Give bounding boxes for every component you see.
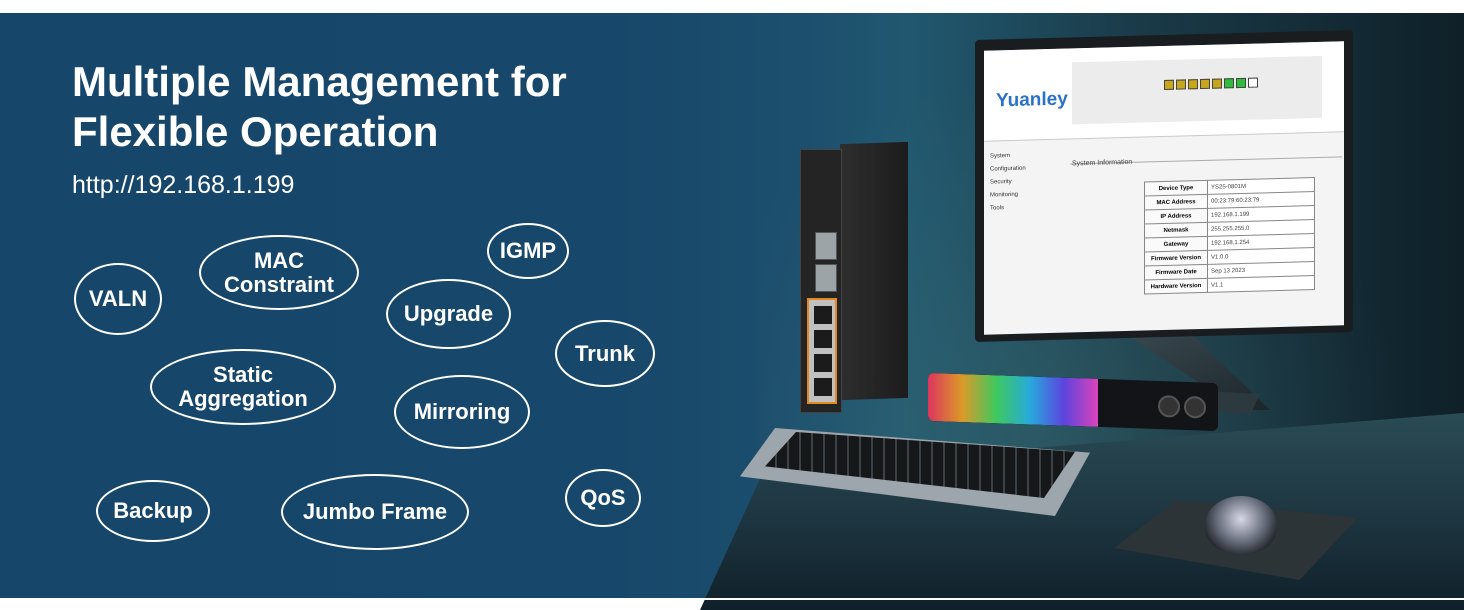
feature-bubble-static-aggregation: Static Aggregation xyxy=(150,349,336,425)
menu-item-security[interactable]: Security xyxy=(990,178,1012,186)
bottom-border xyxy=(0,598,1464,600)
sfp-port xyxy=(815,232,837,260)
management-url: http://192.168.1.199 xyxy=(72,171,295,199)
feature-bubble-mirroring: Mirroring xyxy=(394,375,530,449)
feature-bubble-valn: VALN xyxy=(74,263,162,335)
feature-bubble-igmp: IGMP xyxy=(487,223,569,279)
port-icon xyxy=(1188,79,1198,90)
rj45-port xyxy=(814,354,832,372)
sfp-port-icon xyxy=(1248,77,1258,88)
headline-line-1: Multiple Management for xyxy=(72,58,567,105)
feature-bubble-qos: QoS xyxy=(565,469,641,527)
port-icon-active xyxy=(1224,78,1234,89)
feature-bubble-upgrade: Upgrade xyxy=(386,279,511,349)
headline-line-2: Flexible Operation xyxy=(72,108,439,155)
port-icon xyxy=(1200,78,1210,90)
web-ui-brand-logo: Yuanley xyxy=(996,88,1068,112)
feature-bubble-backup: Backup xyxy=(96,480,210,542)
headline: Multiple Management for Flexible Operati… xyxy=(72,57,672,157)
monitor-screen: Yuanley System Configuration Security Mo… xyxy=(984,41,1344,335)
switch-front-panel xyxy=(800,149,842,413)
port-icon xyxy=(1176,79,1186,90)
switch-housing xyxy=(840,141,908,401)
feature-bubble-trunk: Trunk xyxy=(555,320,655,387)
port-status-panel xyxy=(1072,55,1322,125)
rj45-port-block xyxy=(807,298,837,404)
volume-knob xyxy=(1158,394,1180,418)
web-ui-menu: System Configuration Security Monitoring… xyxy=(990,150,1026,216)
menu-item-configuration[interactable]: Configuration xyxy=(990,165,1026,173)
rj45-port xyxy=(814,378,832,396)
feature-bubble-jumbo-frame: Jumbo Frame xyxy=(281,474,469,550)
port-icon xyxy=(1164,79,1174,90)
system-information-title: System Information xyxy=(1072,158,1133,168)
feature-bubble-mac-constraint: MAC Constraint xyxy=(199,235,359,310)
sfp-port xyxy=(815,264,837,292)
rgb-soundbar xyxy=(928,372,1218,432)
rj45-port xyxy=(814,306,832,324)
network-switch xyxy=(800,141,910,413)
port-icon xyxy=(1212,78,1222,89)
gaming-mouse xyxy=(1205,496,1277,554)
rj45-port xyxy=(814,330,832,348)
menu-item-system[interactable]: System xyxy=(990,153,1011,160)
control-knob xyxy=(1184,395,1206,419)
menu-item-monitoring[interactable]: Monitoring xyxy=(990,191,1019,199)
web-ui-header: Yuanley xyxy=(984,41,1344,142)
rgb-light-strip xyxy=(928,372,1098,427)
menu-item-tools[interactable]: Tools xyxy=(990,205,1005,212)
port-icon-active xyxy=(1236,77,1246,89)
